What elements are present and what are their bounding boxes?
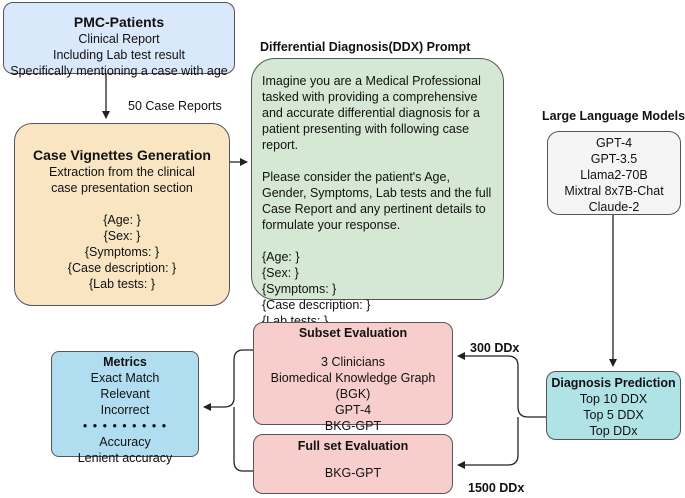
llm-model: Llama2-70B (580, 168, 648, 182)
metrics-box: Metrics Exact Match Relevant Incorrect •… (51, 351, 199, 465)
ddx-prompt-box: Imagine you are a Medical Professional t… (251, 58, 504, 328)
pmc-patients-title: PMC-Patients (73, 14, 165, 30)
ddx-1500-label: 1500 DDx (468, 481, 525, 495)
ddx-prompt-heading: Differential Diagnosis(DDX) Prompt (260, 40, 471, 54)
case-vignettes-box: Case Vignettes Generation Extraction fro… (14, 123, 230, 306)
case-vignettes-title: Case Vignettes Generation (33, 147, 211, 163)
vignette-field-sex: {Sex: } (103, 229, 141, 243)
case-reports-label: 50 Case Reports (128, 99, 222, 113)
metric-item: Exact Match (90, 371, 160, 385)
arrow-prediction-to-subset (457, 352, 546, 418)
fullset-evaluation-title: Full set Evaluation (297, 439, 409, 453)
metric-item: Incorrect (100, 403, 150, 417)
prediction-line: Top 5 DDX (583, 408, 644, 422)
arrow-subset-to-metrics (203, 349, 253, 411)
llm-model: GPT-3.5 (590, 152, 638, 166)
fullset-evaluation-box: Full set Evaluation BKG-GPT (253, 434, 453, 494)
metric-item: Accuracy (99, 435, 151, 449)
arrow-fullset-to-metrics (233, 407, 253, 472)
pmc-line: Specifically mentioning a case with age (10, 64, 228, 78)
arrow-prediction-to-fullset (457, 417, 519, 469)
ddx-300-label: 300 DDx (470, 341, 520, 355)
vignette-field-age: {Age: } (103, 213, 141, 227)
metrics-title: Metrics (103, 355, 147, 369)
llm-model: Claude-2 (588, 200, 640, 214)
subset-line: 3 Clinicians (321, 355, 385, 369)
vignette-field-case-description: {Case description: } (67, 261, 177, 275)
subset-line: GPT-4 (334, 403, 372, 417)
diagnosis-prediction-box: Diagnosis Prediction Top 10 DDX Top 5 DD… (546, 371, 681, 440)
metrics-dots: • • • • • • • • • (82, 419, 168, 433)
llm-model: Mixtral 8x7B-Chat (564, 184, 664, 198)
ddx-paragraph-1: Imagine you are a Medical Professional t… (262, 74, 481, 152)
vignettes-line: case presentation section (51, 181, 193, 195)
fullset-line: BKG-GPT (324, 466, 382, 480)
prediction-line: Top 10 DDX (579, 392, 648, 406)
metric-item: Lenient accuracy (77, 451, 173, 465)
ddx-field-case-description: {Case description: } (262, 298, 371, 312)
ddx-field-sex: {Sex: } (262, 266, 299, 280)
llm-model: GPT-4 (595, 136, 633, 150)
subset-evaluation-title: Subset Evaluation (298, 326, 408, 340)
ddx-field-age: {Age: } (262, 250, 300, 264)
prediction-line: Top DDx (589, 424, 638, 438)
subset-line: BKG-GPT (324, 419, 382, 433)
subset-line: Biomedical Knowledge Graph (BGK) (270, 371, 436, 401)
llm-heading: Large Language Models (542, 109, 685, 123)
ddx-field-symptoms: {Symptoms: } (262, 282, 337, 296)
diagnosis-prediction-title: Diagnosis Prediction (551, 376, 676, 390)
vignette-field-lab-tests: {Lab tests: } (88, 277, 156, 291)
vignettes-line: Extraction from the clinical (49, 165, 195, 179)
pmc-patients-box: PMC-Patients Clinical Report Including L… (3, 2, 235, 78)
pmc-line: Clinical Report (78, 32, 160, 46)
ddx-paragraph-2: Please consider the patient's Age, Gende… (262, 170, 492, 232)
subset-evaluation-box: Subset Evaluation 3 Clinicians Biomedica… (253, 322, 453, 433)
metric-item: Relevant (100, 387, 150, 401)
llm-box: GPT-4 GPT-3.5 Llama2-70B Mixtral 8x7B-Ch… (547, 131, 681, 215)
pmc-line: Including Lab test result (52, 48, 186, 62)
vignette-field-symptoms: {Symptoms: } (84, 245, 160, 259)
